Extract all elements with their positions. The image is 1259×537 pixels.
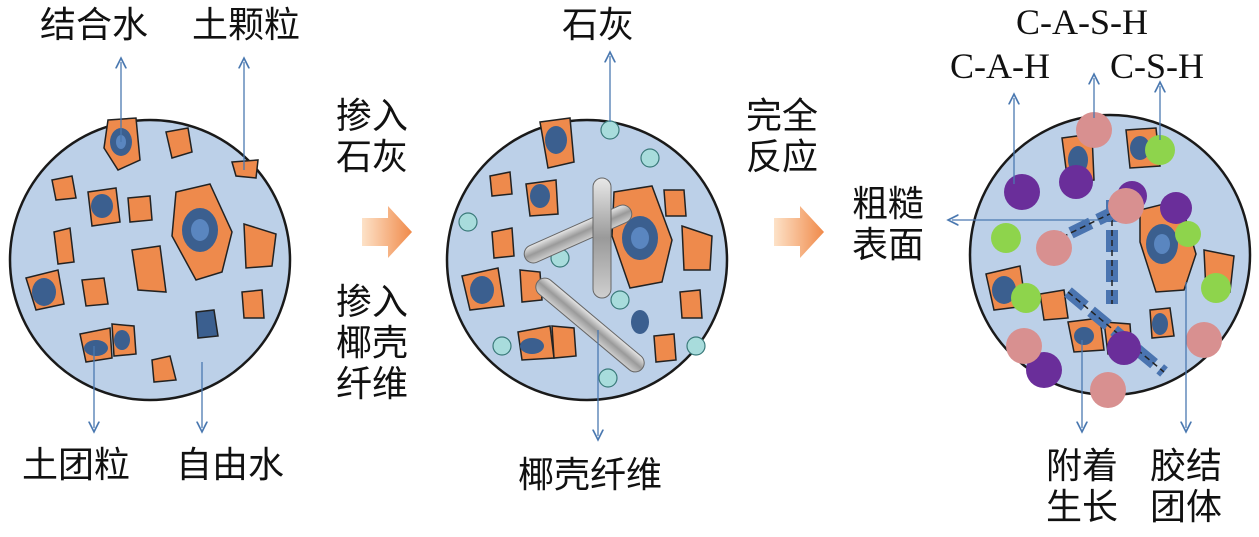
- lime-particle: [610, 290, 630, 310]
- cash-particle: [1186, 322, 1222, 358]
- bound-water: [520, 338, 544, 354]
- soil-particle: [195, 309, 219, 339]
- label-attach-line2: 生长: [1045, 487, 1118, 528]
- label-coconut-fiber: 椰壳纤维: [518, 455, 663, 496]
- bound-water: [545, 126, 567, 154]
- label-csh: C-S-H: [1110, 46, 1205, 86]
- panel1-soil-circle: [8, 117, 292, 402]
- label-cash: C-A-S-H: [1016, 2, 1148, 42]
- label-cemented-mass: 胶结 团体: [1144, 446, 1228, 528]
- cah-particle: [1059, 165, 1093, 199]
- lime-particle: [600, 120, 620, 140]
- soil-particle: [51, 175, 77, 201]
- bound-water: [631, 227, 649, 249]
- panel1-pointers: [94, 62, 244, 428]
- soil-particle: [519, 269, 543, 303]
- label-bound-water: 结合水: [40, 5, 149, 46]
- bound-water: [191, 219, 209, 241]
- label-add-lime-line1: 掺入: [335, 96, 408, 137]
- coconut-fiber: [535, 277, 645, 373]
- label-soil-particle: 土颗粒: [192, 5, 301, 46]
- label-add-fiber-line3: 纤维: [335, 364, 408, 405]
- process-arrow-2: [774, 206, 824, 258]
- label-lime: 石灰: [562, 5, 635, 46]
- csh-particle: [1011, 283, 1041, 313]
- label-soil-aggregate: 土团粒: [22, 445, 131, 486]
- soil-particle: [151, 355, 177, 383]
- bound-water: [32, 278, 56, 306]
- panel2-pointers: [598, 56, 610, 436]
- label-add-fiber-line2: 椰壳: [335, 323, 408, 364]
- cash-particle: [1090, 372, 1126, 408]
- label-complete-reaction: 完全 反应: [740, 96, 824, 178]
- label-add-lime-line2: 石灰: [335, 137, 408, 178]
- soil-particle: [81, 277, 109, 307]
- label-free-water: 自由水: [176, 445, 285, 486]
- bound-water: [631, 310, 649, 334]
- label-add-lime: 掺入 石灰: [330, 96, 414, 178]
- cah-particle: [1026, 352, 1062, 388]
- bound-water: [84, 340, 108, 356]
- csh-particle: [1201, 273, 1231, 303]
- label-rough-surface: 粗糙 表面: [846, 184, 930, 266]
- lime-particle: [598, 368, 618, 388]
- cash-particle: [1036, 230, 1072, 266]
- panel2-soil-circle: [445, 117, 729, 402]
- coconut-fiber: [592, 177, 612, 299]
- bound-water: [1130, 136, 1150, 160]
- csh-particle: [1145, 135, 1175, 165]
- bound-water: [1154, 234, 1170, 254]
- soil-particle: [231, 159, 259, 179]
- cah-particle: [1107, 331, 1141, 365]
- process-arrow-1: [362, 206, 412, 258]
- soil-particle: [1039, 289, 1069, 321]
- soil-particle: [681, 224, 713, 271]
- bound-water: [1152, 313, 1168, 335]
- soil-particle: [551, 325, 577, 359]
- bound-water: [530, 184, 550, 208]
- soil-particle: [653, 333, 677, 363]
- soil-particle: [243, 222, 277, 269]
- label-cah: C-A-H: [950, 46, 1050, 86]
- label-cement-line2: 团体: [1149, 487, 1222, 528]
- cash-particle: [1108, 188, 1144, 224]
- bound-water: [91, 194, 113, 218]
- soil-particle: [679, 289, 703, 319]
- soil-particle: [165, 127, 193, 159]
- cah-particle: [1160, 192, 1192, 224]
- soil-particle: [241, 289, 265, 319]
- label-cement-line1: 胶结: [1149, 446, 1222, 487]
- label-rough-line2: 表面: [851, 225, 924, 266]
- bound-water: [992, 276, 1016, 304]
- bound-water: [470, 276, 494, 304]
- label-attach-growth: 附着 生长: [1040, 446, 1124, 528]
- lime-particle: [458, 212, 478, 232]
- soil-particle: [53, 227, 75, 265]
- label-complete-line2: 反应: [745, 137, 818, 178]
- cash-particle: [1076, 112, 1112, 148]
- lime-particle: [640, 148, 660, 168]
- bound-water: [114, 330, 130, 350]
- soil-particle: [131, 245, 167, 293]
- label-add-fiber-line1: 掺入: [335, 282, 408, 323]
- csh-particle: [1175, 221, 1201, 247]
- soil-particle: [663, 189, 687, 217]
- csh-particle: [991, 223, 1021, 253]
- bound-water: [1074, 327, 1094, 345]
- soil-particle: [127, 195, 153, 223]
- panel3-soil-circle: [968, 112, 1252, 408]
- soil-particle: [491, 227, 515, 259]
- panel3-pointers: [952, 78, 1186, 428]
- cash-particle: [1006, 328, 1042, 364]
- lime-particle: [492, 336, 512, 356]
- cah-particle: [1004, 174, 1040, 210]
- label-rough-line1: 粗糙: [851, 184, 924, 225]
- label-add-fiber: 掺入 椰壳 纤维: [330, 282, 414, 405]
- soil-particle: [489, 171, 513, 197]
- label-attach-line1: 附着: [1045, 446, 1118, 487]
- label-complete-line1: 完全: [745, 96, 818, 137]
- lime-particle: [686, 336, 706, 356]
